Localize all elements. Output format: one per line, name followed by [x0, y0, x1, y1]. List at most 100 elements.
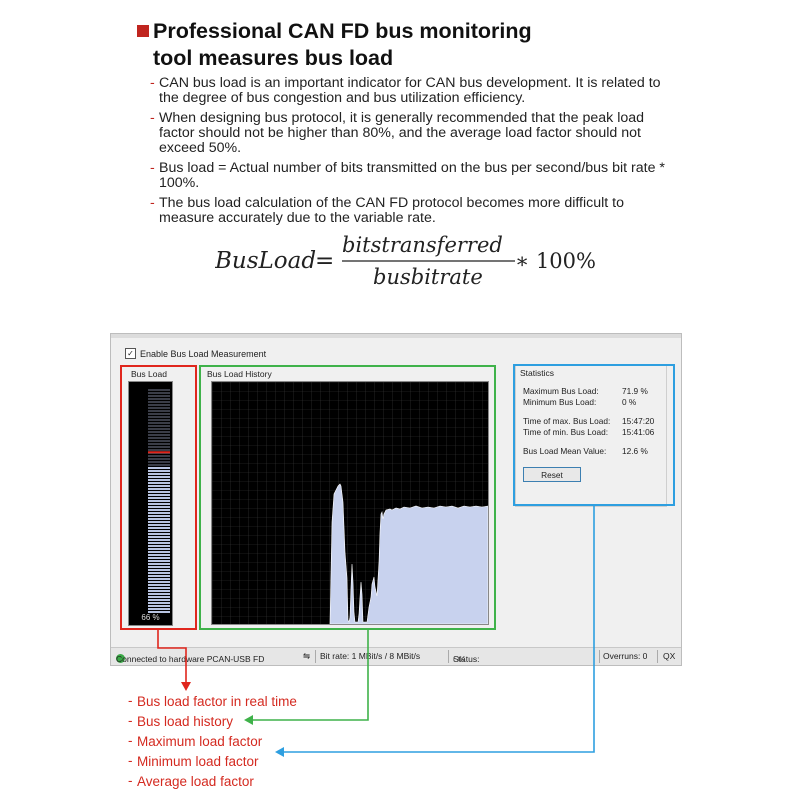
stat-value: 0 %	[622, 397, 637, 407]
bus-load-segment	[148, 590, 170, 592]
stat-label: Minimum Bus Load:	[523, 397, 597, 407]
bus-load-segment	[148, 515, 170, 517]
enable-bus-load-label: Enable Bus Load Measurement	[140, 348, 267, 359]
bus-load-segment	[148, 494, 170, 496]
check-circle-icon	[116, 654, 125, 663]
bus-load-segment	[148, 578, 170, 580]
bus-load-segment	[148, 389, 170, 391]
bus-load-segment	[148, 581, 170, 583]
history-group-label: Bus Load History	[207, 369, 272, 379]
bus-load-segment	[148, 548, 170, 550]
bus-load-meter: 66 %	[128, 381, 173, 626]
bus-load-segment	[148, 482, 170, 484]
bus-load-segment	[148, 602, 170, 604]
bus-load-segment	[148, 587, 170, 589]
bullet-marker: -	[150, 75, 155, 91]
legend-text: Bus load factor in real time	[137, 694, 297, 709]
bus-load-segment	[148, 560, 170, 562]
legend-item: -Bus load history	[128, 712, 297, 732]
checkbox-check-icon[interactable]: ✓	[125, 348, 136, 359]
bus-load-segment	[148, 491, 170, 493]
bus-load-segment	[148, 512, 170, 514]
annotation-legend: -Bus load factor in real time -Bus load …	[128, 692, 297, 792]
bus-load-segment	[148, 416, 170, 418]
bus-load-segment	[148, 608, 170, 610]
bus-load-segment	[148, 557, 170, 559]
enable-bus-load-checkbox[interactable]: ✓ Enable Bus Load Measurement	[125, 348, 266, 359]
bus-load-segment	[148, 563, 170, 565]
bus-load-segment	[148, 419, 170, 421]
legend-text: Average load factor	[137, 774, 254, 789]
bullet-marker: -	[150, 160, 155, 176]
stat-label: Time of min. Bus Load:	[523, 427, 609, 437]
bus-load-segment	[148, 446, 170, 448]
stat-row-min-time: Time of min. Bus Load:15:41:06	[523, 427, 663, 437]
bus-load-segment	[148, 422, 170, 424]
status-separator	[448, 650, 449, 663]
bus-load-segment	[148, 542, 170, 544]
status-value: OK	[453, 654, 466, 664]
bus-load-segment	[148, 551, 170, 553]
bus-load-segment	[148, 545, 170, 547]
bus-load-segment	[148, 533, 170, 535]
bus-load-segment	[148, 413, 170, 415]
bus-load-segment	[148, 488, 170, 490]
bus-load-segment	[148, 500, 170, 502]
description-item: -The bus load calculation of the CAN FD …	[150, 196, 670, 226]
stat-row-mean: Bus Load Mean Value:12.6 %	[523, 446, 663, 456]
bus-load-segment	[148, 554, 170, 556]
bus-load-segment	[148, 428, 170, 430]
bus-load-value: 66 %	[141, 613, 160, 622]
bullet-marker: -	[128, 773, 133, 788]
bus-load-segment	[148, 479, 170, 481]
bus-load-segment	[148, 506, 170, 508]
formula-lhs: BusLoad	[215, 248, 316, 274]
stat-value: 71.9 %	[622, 386, 648, 396]
description-text: The bus load calculation of the CAN FD p…	[159, 195, 625, 226]
bus-load-bar	[148, 389, 170, 613]
legend-text: Maximum load factor	[137, 734, 263, 749]
description-text: CAN bus load is an important indicator f…	[159, 75, 661, 106]
description-item: -Bus load = Actual number of bits transm…	[150, 161, 670, 191]
formula-denominator: busbitrate	[373, 265, 483, 289]
usb-icon: ⇋	[303, 651, 311, 661]
bus-load-segment	[148, 467, 170, 469]
annotation-box-history	[199, 365, 496, 630]
legend-item: -Average load factor	[128, 772, 297, 792]
formula-numerator: bitstransferred	[342, 233, 503, 257]
status-separator	[315, 650, 316, 663]
description-text: Bus load = Actual number of bits transmi…	[159, 160, 665, 191]
bullet-marker: -	[128, 733, 133, 748]
bus-load-segment	[148, 611, 170, 613]
status-separator	[599, 650, 600, 663]
bus-load-formula: BusLoad = bitstransferred busbitrate ∗ 1…	[215, 233, 596, 289]
legend-text: Bus load history	[137, 714, 234, 729]
description-text: When designing bus protocol, it is gener…	[159, 110, 645, 156]
description-item: -When designing bus protocol, it is gene…	[150, 111, 670, 156]
bus-load-segment	[148, 407, 170, 409]
bus-load-segment	[148, 605, 170, 607]
bus-load-segment	[148, 401, 170, 403]
reset-button[interactable]: Reset	[523, 467, 581, 482]
formula-rhs: ∗ 100%	[515, 249, 596, 273]
stat-label: Time of max. Bus Load:	[523, 416, 611, 426]
bus-load-segment	[148, 575, 170, 577]
bus-load-segment	[148, 530, 170, 532]
bus-load-segment	[148, 566, 170, 568]
peak-marker	[148, 451, 170, 454]
stat-label: Maximum Bus Load:	[523, 386, 599, 396]
window-top-edge	[111, 334, 681, 338]
formula-equals: =	[315, 248, 334, 274]
bus-load-segment	[148, 584, 170, 586]
bus-load-segment	[148, 497, 170, 499]
legend-text: Minimum load factor	[137, 754, 259, 769]
title-line-2: tool measures bus load	[153, 46, 394, 70]
bullet-marker: -	[150, 110, 155, 126]
annotation-box-statistics	[513, 364, 675, 506]
stat-row-max: Maximum Bus Load: 71.9 %	[523, 386, 663, 396]
bus-load-segment	[148, 473, 170, 475]
bus-load-segment	[148, 518, 170, 520]
title-line-1: Professional CAN FD bus monitoring	[153, 19, 532, 43]
description-list: -CAN bus load is an important indicator …	[150, 76, 670, 231]
bus-load-segment	[148, 470, 170, 472]
